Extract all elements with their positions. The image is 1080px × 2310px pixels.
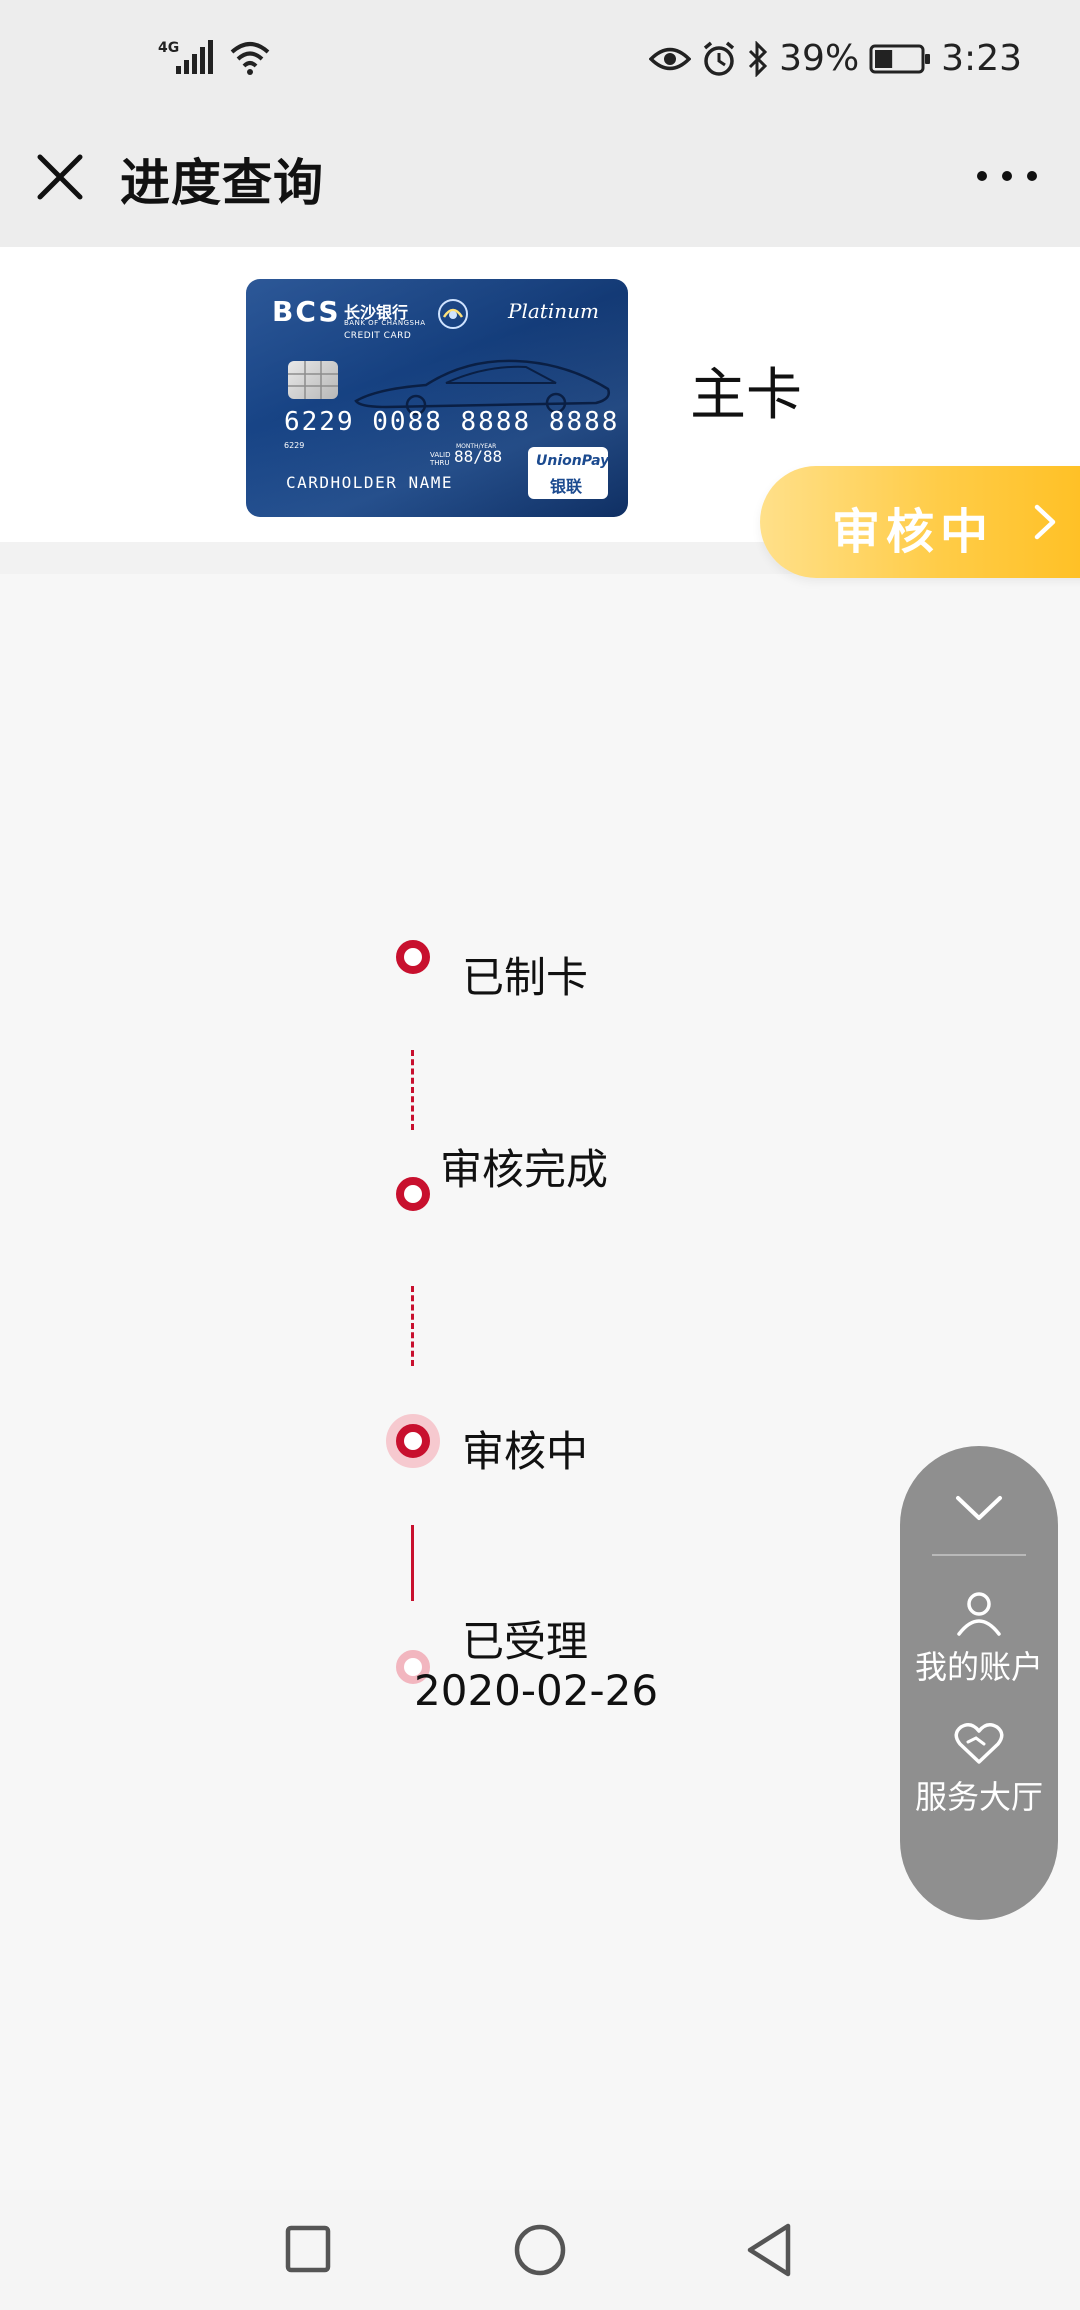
card-small-number: 6229 xyxy=(284,441,305,450)
bank-emblem-icon xyxy=(438,299,468,329)
card-type-label: 主卡 xyxy=(690,363,802,428)
chip-icon xyxy=(288,361,338,399)
recents-button[interactable] xyxy=(270,2212,346,2288)
chevron-right-icon xyxy=(1034,504,1056,540)
recents-square-icon xyxy=(285,2225,331,2273)
credit-card-image: BCS 长沙银行 BANK OF CHANGSHA CREDIT CARD Pl… xyxy=(246,279,628,517)
battery-icon xyxy=(869,43,931,75)
application-status-label: 审核中 xyxy=(832,504,995,560)
eye-icon xyxy=(649,44,692,74)
user-icon xyxy=(957,1592,1001,1636)
status-bar: 4G xyxy=(0,0,1080,125)
close-button[interactable] xyxy=(30,147,90,207)
network-type: 4G xyxy=(158,40,179,56)
heart-service-icon xyxy=(954,1723,1004,1764)
card-tier: Platinum xyxy=(508,299,599,323)
title-bar: 进度查询 xyxy=(0,125,1080,247)
timeline-step-label: 审核中 xyxy=(462,1427,589,1476)
application-status-button[interactable]: 审核中 xyxy=(760,466,1080,578)
back-button[interactable] xyxy=(732,2212,808,2288)
timeline-connector xyxy=(411,1525,414,1601)
more-icon xyxy=(977,171,1037,181)
timeline-dot-complete-icon xyxy=(396,1177,430,1211)
my-account-label: 我的账户 xyxy=(914,1648,1043,1686)
timeline-step-label: 已受理 xyxy=(462,1617,589,1666)
car-silhouette-icon xyxy=(354,359,610,416)
bluetooth-icon xyxy=(747,40,769,77)
floating-service-menu: 我的账户 服务大厅 xyxy=(900,1446,1058,1920)
unionpay-logo: UnionPay 银联 xyxy=(528,447,608,499)
service-hall-label: 服务大厅 xyxy=(914,1778,1043,1816)
timeline-connector xyxy=(411,1050,414,1130)
card-number: 6229 0088 8888 8888 xyxy=(284,407,620,437)
page-title: 进度查询 xyxy=(120,154,324,212)
bank-logo: BCS xyxy=(272,295,341,328)
battery-percent: 39% xyxy=(779,38,860,79)
chevron-down-icon[interactable] xyxy=(954,1492,1004,1524)
alarm-icon xyxy=(701,41,737,77)
system-navigation-bar xyxy=(0,2190,1080,2310)
back-triangle-icon xyxy=(747,2223,791,2277)
wifi-icon xyxy=(228,40,272,76)
menu-divider xyxy=(932,1554,1026,1556)
timeline-dot-complete-icon xyxy=(396,940,430,974)
timeline-step-date: 2020-02-26 xyxy=(414,1666,659,1715)
card-label: CREDIT CARD xyxy=(344,331,412,341)
timeline-step-label: 审核完成 xyxy=(440,1145,609,1194)
bank-name: 长沙银行 xyxy=(344,303,409,322)
home-button[interactable] xyxy=(502,2212,578,2288)
cardholder-name: CARDHOLDER NAME xyxy=(286,473,453,492)
timeline-step-label: 已制卡 xyxy=(462,953,589,1002)
card-validity: 88/88 xyxy=(454,447,503,466)
timeline-dot-current-icon xyxy=(386,1414,440,1468)
valid-thru-label: MONTH/YEAR VALID THRU xyxy=(430,443,497,467)
close-icon xyxy=(37,154,83,200)
signal-icon: 4G xyxy=(158,38,214,78)
timeline-dot-pending-icon xyxy=(396,1650,430,1684)
more-button[interactable] xyxy=(972,161,1042,191)
bank-name-en: BANK OF CHANGSHA xyxy=(344,319,426,327)
home-circle-icon xyxy=(514,2224,566,2276)
timeline-connector xyxy=(411,1286,414,1366)
clock-time: 3:23 xyxy=(941,38,1022,79)
